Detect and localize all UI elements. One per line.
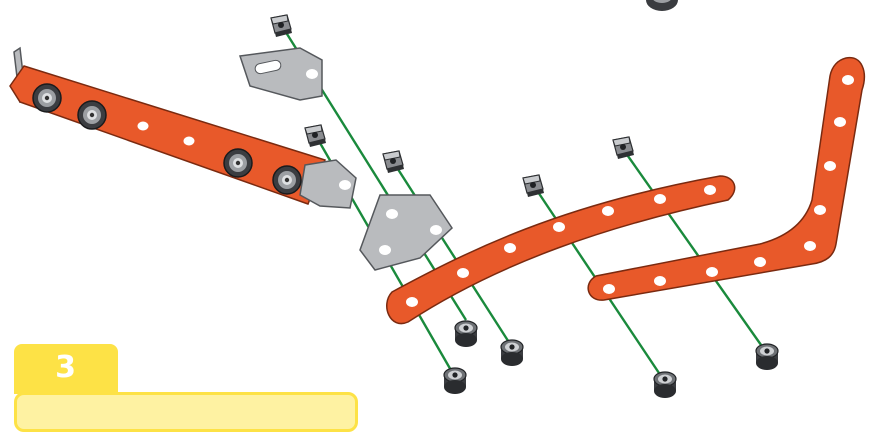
socket-bolts <box>444 321 778 398</box>
socket-bolt <box>501 340 523 366</box>
socket-bolt <box>756 344 778 370</box>
step-instruction-panel <box>14 392 358 432</box>
square-nut <box>305 125 326 147</box>
step-number: 3 <box>14 350 118 385</box>
partial-nut <box>646 0 678 11</box>
socket-bolt <box>455 321 477 347</box>
square-nut <box>383 151 404 173</box>
assembly-diagram <box>0 0 874 405</box>
socket-bolt <box>444 368 466 394</box>
square-nut <box>523 175 544 197</box>
square-nut <box>613 137 634 159</box>
triangle-bracket <box>360 195 452 270</box>
socket-bolt <box>654 372 676 398</box>
step-number-tab: 3 <box>14 344 118 394</box>
curved-strip <box>387 176 735 324</box>
square-nut <box>271 15 292 37</box>
slotted-angle-bracket <box>240 48 322 100</box>
